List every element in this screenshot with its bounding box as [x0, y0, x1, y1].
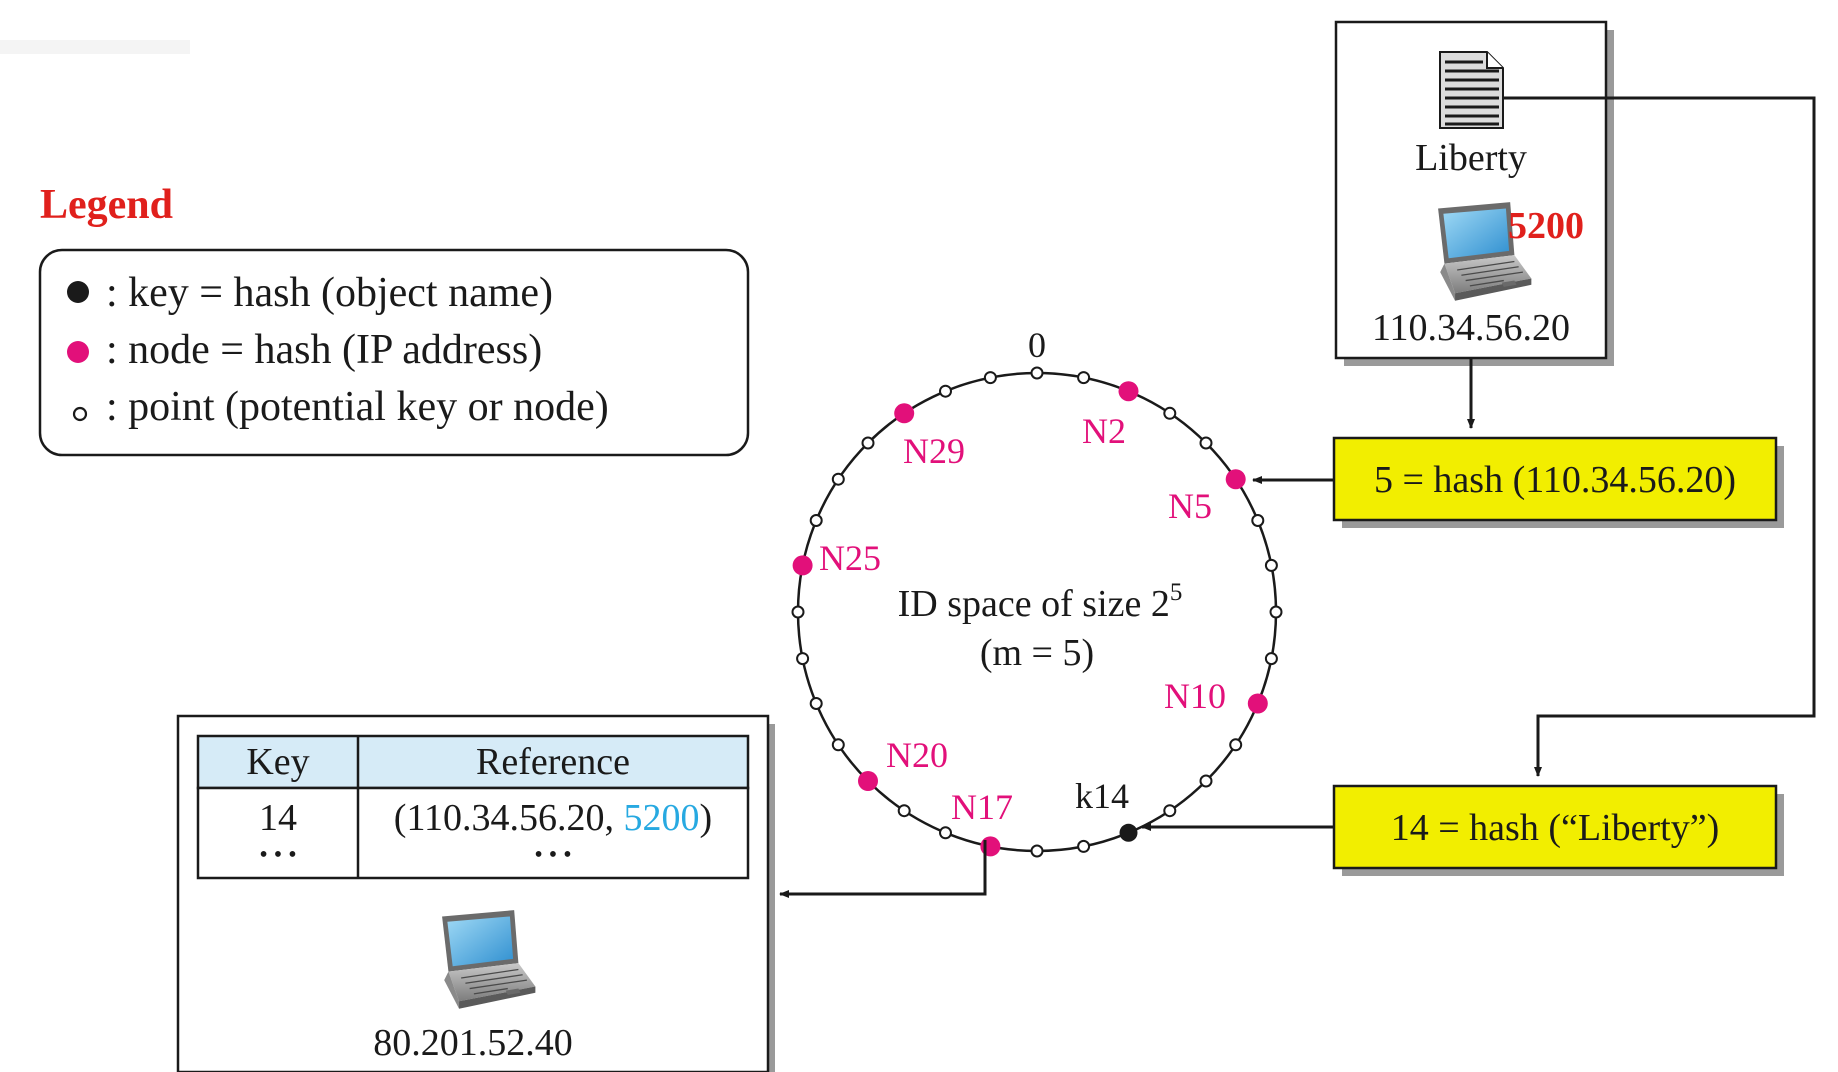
ring-center-exponent: 5: [1170, 579, 1183, 606]
table-header-reference: Reference: [476, 741, 630, 783]
node-point-20: [858, 771, 878, 791]
table-cell-key: 14: [259, 797, 297, 839]
source-port: 5200: [1508, 205, 1584, 247]
ring-point-27: [831, 472, 845, 486]
ring-point-18: [939, 826, 952, 840]
key-hash-text: 14 = hash (“Liberty”): [1391, 807, 1719, 849]
ring-point-23: [796, 652, 810, 666]
node-point-10: [1247, 693, 1268, 714]
ring-point-0: [1030, 366, 1044, 380]
table-ref-ellipsis: • • •: [534, 842, 571, 868]
key-hash-box: 14 = hash (“Liberty”): [1332, 784, 1784, 876]
ring-point-28: [861, 436, 875, 450]
reference-close: ): [700, 797, 713, 839]
reference-port: 5200: [624, 797, 700, 839]
key-hash-frame: [1332, 784, 1778, 870]
table-key-ellipsis: • • •: [259, 842, 296, 868]
node-label-n17: N17: [951, 787, 1013, 827]
ring-point-22: [809, 697, 823, 710]
reference-ip: (110.34.56.20,: [394, 797, 624, 839]
ring-center-subtitle: (m = 5): [980, 632, 1094, 674]
table-row: [196, 786, 750, 880]
document-name: Liberty: [1415, 137, 1527, 179]
ring-point-6: [1251, 514, 1265, 527]
key-dot-icon: [67, 281, 89, 303]
ring-point-30: [939, 384, 952, 398]
ring-point-24: [791, 605, 805, 619]
document-icon: [1439, 51, 1504, 129]
table-cell-reference: (110.34.56.20, 5200): [394, 797, 712, 839]
arrow-doc-to-keyhash: [1503, 96, 1816, 777]
arrow-n17-to-peer: [779, 840, 987, 898]
node-label-n5: N5: [1168, 486, 1212, 526]
scan-artifact: [0, 40, 190, 54]
ring-point-12: [1199, 774, 1213, 788]
legend-item-node: : node = hash (IP address): [106, 327, 542, 373]
ring-point-21: [831, 738, 845, 752]
ring-zero-label: 0: [1028, 325, 1046, 365]
ring-point-31: [983, 371, 997, 385]
ring-point-3: [1163, 406, 1177, 420]
ring-point-16: [1030, 844, 1044, 858]
node-label-n25: N25: [819, 538, 881, 578]
legend-item-point: : point (potential key or node): [106, 384, 609, 430]
ring-point-15: [1077, 839, 1091, 853]
table-header-key: Key: [246, 741, 309, 783]
dest-peer-box: Key Reference 14 (110.34.56.20, 5200) • …: [176, 714, 775, 1072]
ring-point-26: [809, 514, 823, 527]
source-ip: 110.34.56.20: [1372, 307, 1570, 349]
node-hash-text: 5 = hash (110.34.56.20): [1374, 459, 1736, 501]
legend-title: Legend: [40, 182, 173, 228]
finger-table: Key Reference 14 (110.34.56.20, 5200) • …: [196, 734, 750, 880]
ring-point-1: [1077, 371, 1091, 385]
connectors: [779, 96, 1816, 898]
ring-point-19: [897, 804, 911, 818]
key-point-14: [1119, 823, 1138, 842]
ring-center-text: ID space of size 2: [898, 583, 1170, 625]
legend-item-key: : key = hash (object name): [106, 270, 553, 316]
dest-ip: 80.201.52.40: [373, 1022, 573, 1064]
node-point-17: [980, 836, 1001, 857]
point-dot-icon: [72, 406, 88, 422]
ring-point-11: [1229, 738, 1243, 752]
source-peer-box: Liberty 5200 110.34.56.20: [1334, 20, 1614, 366]
node-point-2: [1118, 381, 1139, 402]
node-label-n20: N20: [886, 735, 948, 775]
ring-point-4: [1199, 436, 1213, 450]
node-dot-icon: [67, 341, 89, 363]
ring-center-title: ID space of size 25: [898, 579, 1183, 625]
ring-point-9: [1264, 652, 1278, 666]
legend: Legend : key = hash (object name) : node…: [38, 182, 750, 457]
node-label-n10: N10: [1164, 676, 1226, 716]
ring-point-7: [1264, 558, 1278, 572]
node-point-5: [1225, 469, 1246, 490]
node-point-25: [792, 555, 813, 576]
node-hash-box: 5 = hash (110.34.56.20): [1332, 436, 1784, 528]
node-label-n29: N29: [903, 431, 965, 471]
node-label-n2: N2: [1082, 411, 1126, 451]
id-ring: 0 ID space of size 25 (m = 5) N2 N5 N10 …: [791, 325, 1283, 858]
legend-box: [38, 248, 750, 457]
node-hash-frame: [1332, 436, 1778, 522]
ring-point-13: [1163, 804, 1177, 818]
key-label-k14: k14: [1075, 776, 1129, 816]
node-point-29: [894, 403, 915, 424]
ring-point-8: [1269, 605, 1283, 619]
